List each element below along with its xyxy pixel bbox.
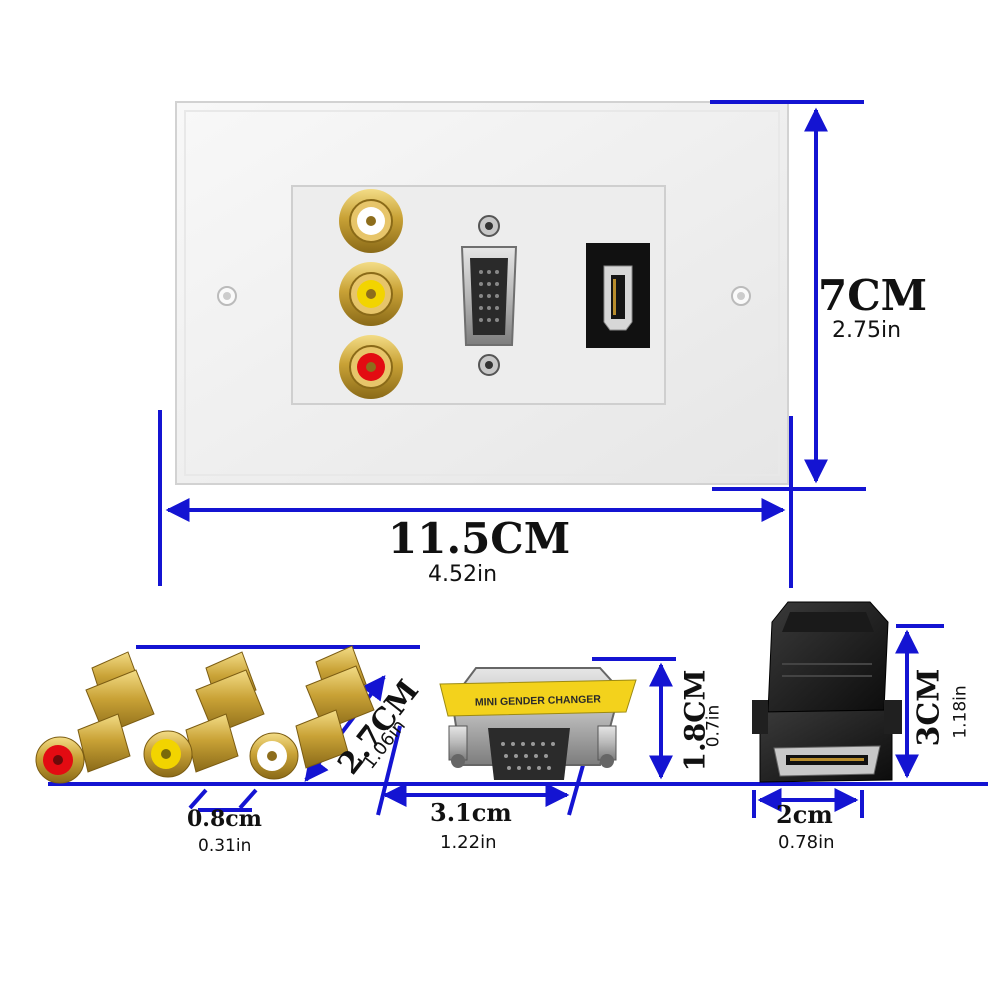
rca-coupler-yellow: [143, 651, 265, 778]
rca-diameter-cm-label: 0.8cm: [187, 806, 262, 832]
hdmi-width-cm-label: 2cm: [776, 800, 833, 829]
rca-coupler-white: [249, 645, 375, 780]
vga-label-text: MINI GENDER CHANGER: [475, 693, 602, 708]
rca-jack-white: [339, 189, 403, 253]
screw-hole-right: [731, 286, 751, 306]
thumbscrew-right: [597, 725, 617, 768]
plate-height-cm-label: 7CM: [818, 271, 928, 320]
hdmi-height-in-label: 1.18in: [950, 685, 971, 739]
plate-height-in-label: 2.75in: [832, 318, 902, 343]
vga-port: [460, 215, 518, 376]
hdmi-width-in-label: 0.78in: [778, 832, 835, 853]
vga-height-in-label: 0.7in: [703, 704, 724, 748]
hdmi-port: [586, 243, 650, 348]
rca-jack-red: [339, 335, 403, 399]
hdmi-coupler: [752, 601, 902, 783]
rca-diameter-in-label: 0.31in: [198, 836, 252, 856]
hdmi-height-cm-label: 3CM: [911, 668, 947, 747]
vga-width-in-label: 1.22in: [440, 832, 497, 853]
rca-coupler-red: [35, 651, 155, 784]
rca-jack-yellow: [339, 262, 403, 326]
plate-width-cm-label: 11.5CM: [388, 514, 571, 563]
plate-width-in-label: 4.52in: [428, 562, 498, 587]
dimension-lines: [48, 100, 988, 818]
thumbscrew-left: [448, 725, 468, 768]
screw-hole-left: [217, 286, 237, 306]
vga-gender-changer: [439, 667, 637, 780]
hdmi-socket: [773, 745, 881, 777]
vga-width-cm-label: 3.1cm: [430, 798, 512, 827]
